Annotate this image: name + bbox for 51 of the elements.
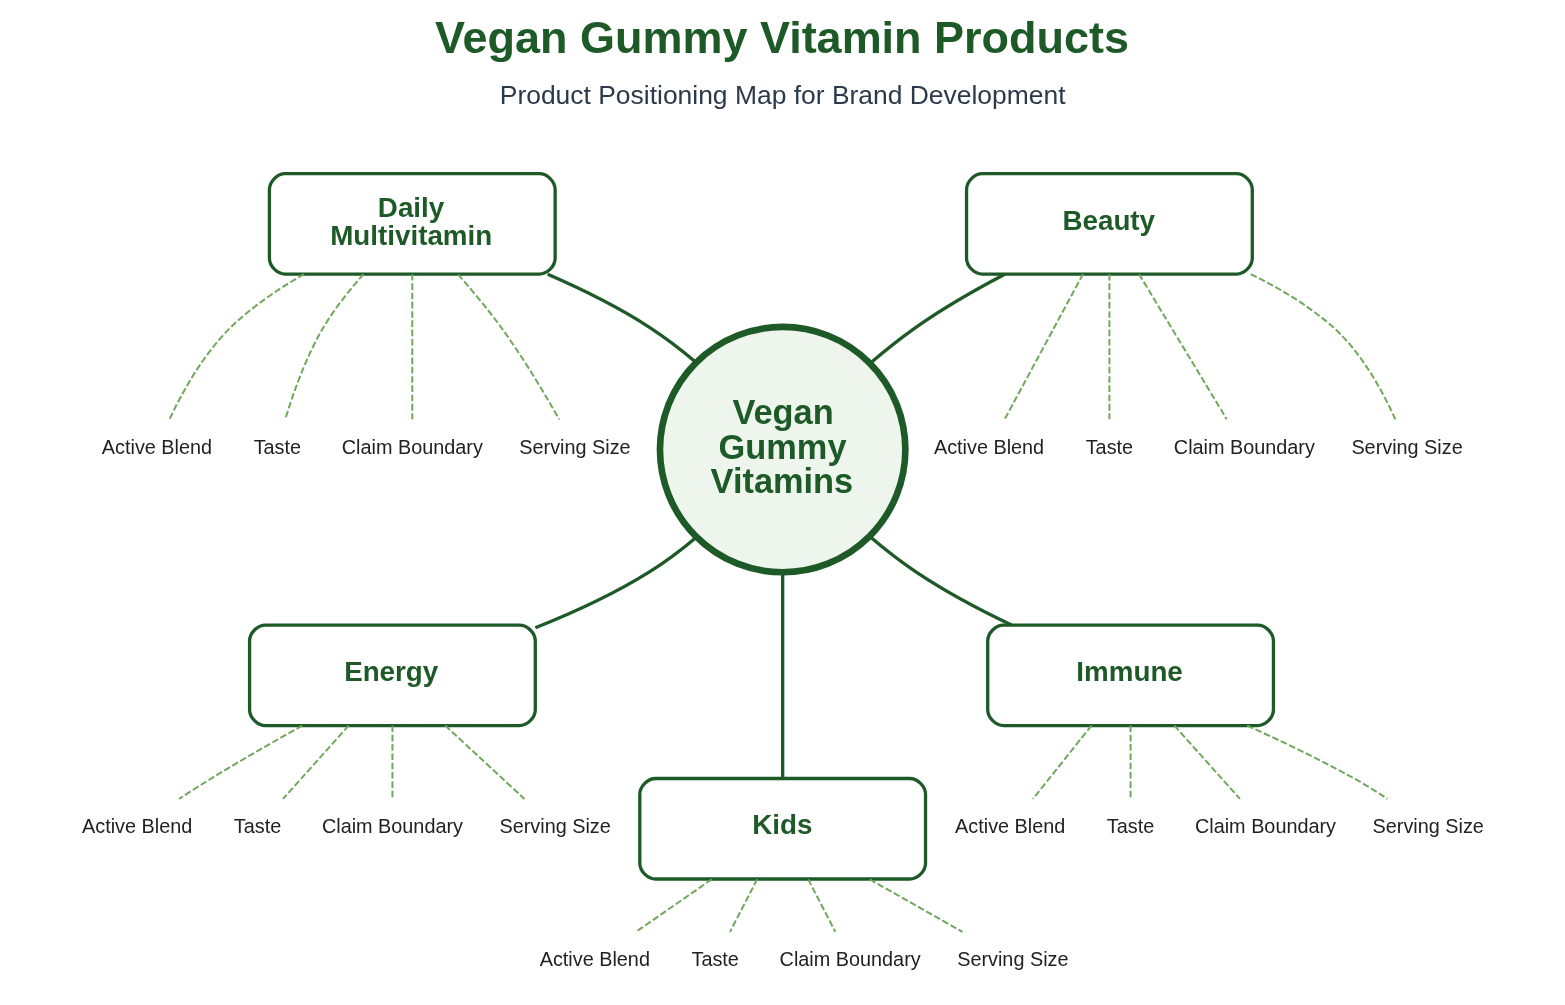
connector (1031, 724, 1092, 800)
node-text: Serving Size (1372, 815, 1484, 838)
node-text: Taste (1106, 815, 1154, 838)
diagram-title: Vegan Gummy Vitamin Products (434, 12, 1129, 64)
connector (1249, 273, 1396, 421)
connector (1129, 724, 1132, 800)
node-text: Taste (253, 436, 301, 459)
connector (456, 273, 560, 421)
connector (281, 724, 350, 800)
connector (443, 724, 525, 800)
connector (1003, 273, 1084, 421)
node-text: Taste (1085, 436, 1133, 459)
connector (867, 535, 1012, 627)
connector (1107, 273, 1110, 421)
node-box: Immune (985, 623, 1275, 728)
connector (546, 272, 697, 364)
connector (780, 572, 784, 779)
node-text: Active Blend (101, 436, 212, 459)
node-text: Active Blend (81, 815, 192, 838)
node-text: Serving Size (498, 815, 611, 838)
connector (410, 273, 413, 421)
node-circle: Vegan Gummy Vitamins (656, 323, 909, 576)
connector (1245, 724, 1388, 800)
connector (868, 272, 1006, 365)
node-box: Kids (637, 776, 927, 881)
connector (728, 878, 758, 933)
node-text: Serving Size (518, 436, 631, 459)
node-text: Taste (233, 815, 281, 838)
connector (177, 724, 303, 800)
connector (167, 273, 305, 421)
label: Product Positioning Map for Brand Development (499, 79, 1066, 110)
connector (868, 878, 963, 933)
node-text: Active Blend (954, 815, 1065, 838)
node-text: Taste (691, 948, 739, 971)
node-text: Serving Size (1350, 436, 1463, 459)
node-text: Claim Boundary (341, 436, 483, 459)
node-box: Beauty (964, 171, 1254, 276)
node-text: Claim Boundary (779, 948, 921, 971)
connector (1137, 273, 1228, 421)
node-text: Claim Boundary (321, 815, 463, 838)
connector (1172, 724, 1241, 800)
node-box: Daily Multivitamin (267, 171, 557, 276)
node-text: Claim Boundary (1173, 436, 1315, 459)
connector (806, 878, 836, 933)
connector (534, 535, 697, 630)
connector (390, 724, 393, 800)
node-text: Claim Boundary (1194, 815, 1336, 838)
node-text: Serving Size (956, 948, 1068, 971)
node-text: Active Blend (933, 436, 1044, 459)
node-box: Energy (247, 623, 537, 728)
node-text: Active Blend (539, 948, 650, 971)
